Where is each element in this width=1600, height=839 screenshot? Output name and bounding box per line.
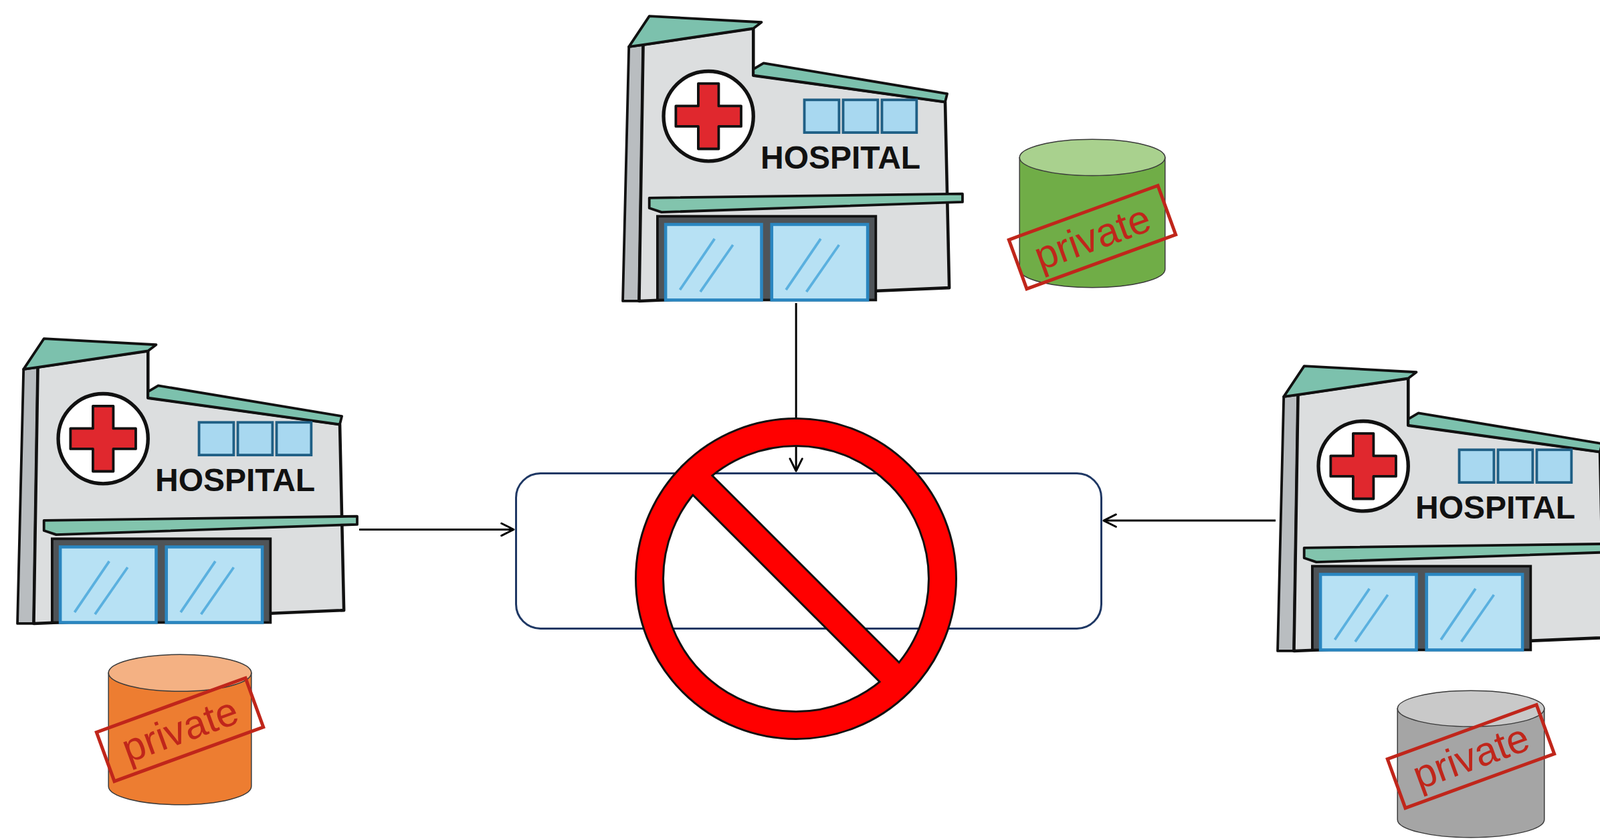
glass-door — [60, 546, 156, 623]
database-node: private — [1395, 688, 1546, 839]
glass-glint — [785, 238, 821, 290]
hospital-facade — [33, 350, 344, 624]
glass-glint — [679, 238, 715, 290]
red-cross — [675, 83, 742, 150]
sign-bar — [688, 471, 904, 686]
hospital-window — [237, 422, 273, 455]
hospital-node: HOSPITAL — [620, 12, 965, 304]
hospital-window — [1459, 449, 1495, 483]
hospital-awning — [1304, 543, 1600, 562]
hospital-sign: HOSPITAL — [760, 141, 921, 174]
glass-door — [1320, 573, 1417, 650]
hospital-awning — [44, 516, 358, 535]
hospital-window — [881, 99, 917, 133]
glass-glint — [1440, 588, 1476, 640]
central-box — [515, 472, 1103, 630]
glass-glint — [1355, 594, 1388, 642]
hospital-tower-roof — [628, 16, 762, 47]
glass-door — [166, 546, 263, 623]
door-frame — [657, 216, 876, 300]
hospital-sign: HOSPITAL — [155, 464, 316, 497]
hospital-tower-roof — [1283, 365, 1417, 397]
hospital-main-roof — [753, 62, 948, 102]
hospital-tower-roof — [23, 338, 156, 370]
glass-glint — [94, 567, 128, 615]
hospital-sign: HOSPITAL — [1415, 491, 1576, 524]
cross-badge — [58, 393, 148, 484]
glass-glint — [806, 244, 840, 292]
hospital-window — [804, 99, 840, 133]
cross-badge — [1318, 421, 1409, 512]
hospital-main-roof — [1408, 412, 1600, 452]
cylinder-top — [1019, 139, 1166, 176]
data-flow-arrow — [1103, 519, 1276, 522]
data-flow-arrow — [359, 528, 514, 531]
glass-glint — [1461, 594, 1495, 642]
database-node: private — [1018, 137, 1167, 289]
database-node: private — [107, 652, 253, 807]
hospital-awning — [649, 193, 963, 213]
red-cross — [70, 406, 136, 472]
door-frame — [1312, 565, 1531, 650]
hospital-facade — [1293, 377, 1600, 651]
glass-glint — [201, 567, 235, 615]
sign-ring — [649, 432, 943, 726]
glass-glint — [180, 561, 216, 613]
hospital-window — [842, 99, 878, 133]
red-cross — [1330, 433, 1396, 499]
glass-door — [771, 224, 868, 300]
glass-glint — [700, 244, 734, 292]
hospital-node: HOSPITAL — [1275, 361, 1600, 653]
hospital-window — [1536, 449, 1572, 483]
glass-glint — [1334, 588, 1370, 640]
hospital-node: HOSPITAL — [15, 334, 360, 626]
hospital-window — [199, 422, 235, 455]
data-flow-arrow — [795, 303, 798, 471]
sign-bar-outline — [688, 471, 904, 686]
sign-ring-outline — [649, 432, 943, 726]
glass-glint — [74, 561, 110, 613]
glass-door — [1426, 573, 1523, 650]
hospital-facade — [638, 28, 950, 302]
hospital-window — [276, 422, 312, 455]
hospital-window — [1497, 449, 1533, 483]
door-frame — [52, 538, 271, 623]
hospital-main-roof — [147, 385, 342, 425]
cylinder-top — [108, 654, 252, 691]
cross-badge — [663, 71, 754, 162]
glass-door — [665, 224, 762, 300]
